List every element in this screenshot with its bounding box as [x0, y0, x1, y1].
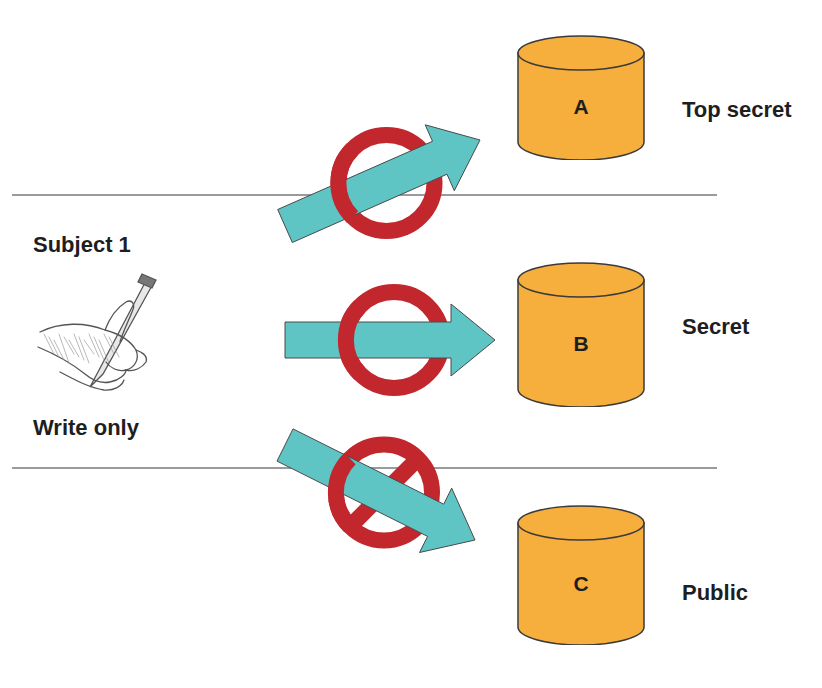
database-letter: A	[573, 95, 588, 119]
database-cylinder: B	[517, 262, 645, 407]
cylinder-body	[518, 280, 644, 407]
blocked-write-arrow	[277, 429, 475, 553]
access-mode: Write only	[33, 415, 139, 441]
classification-level: Secret	[682, 314, 749, 340]
blocked-write-arrow	[285, 292, 495, 388]
classification-level: Public	[682, 580, 748, 606]
subject-figure: Subject 1 Write only	[30, 222, 285, 447]
database-cylinder: A	[517, 35, 645, 160]
blocked-write-arrow	[278, 125, 480, 243]
cylinder-top	[518, 263, 644, 297]
cylinder-top	[518, 36, 644, 70]
database-letter: B	[573, 332, 588, 356]
classification-level: Top secret	[682, 97, 792, 123]
database-letter: C	[573, 572, 588, 596]
subject-name: Subject 1	[33, 232, 131, 258]
cylinder-top	[518, 506, 644, 540]
database-cylinder: C	[517, 505, 645, 645]
cylinder-body	[518, 523, 644, 645]
